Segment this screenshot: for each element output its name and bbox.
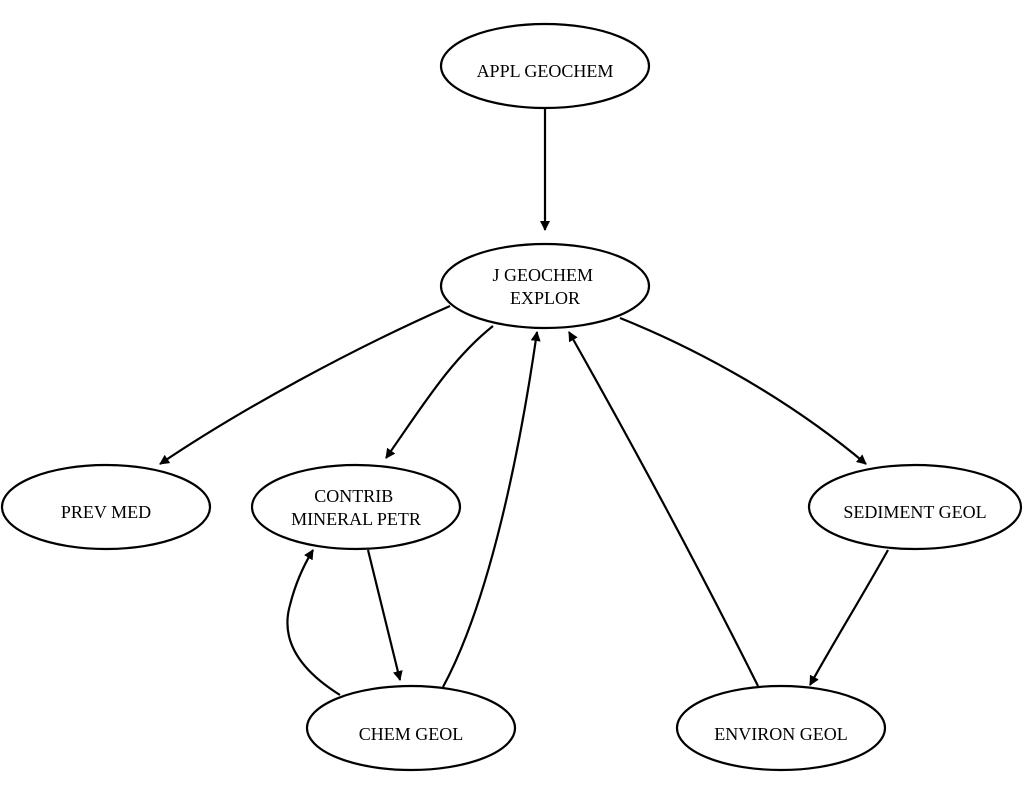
edge-contrib-mineral-petr-to-chem-geol <box>366 549 403 681</box>
svg-text:APPL GEOCHEM: APPL GEOCHEM <box>477 61 614 81</box>
node-j-geochem-explor-label-2: EXPLOR <box>510 288 580 308</box>
node-appl-geochem: APPL GEOCHEM <box>439 22 651 110</box>
svg-text:SEDIMENT GEOL: SEDIMENT GEOL <box>843 502 986 522</box>
edge-environ-geol-to-j-geochem-explor <box>568 331 759 687</box>
node-sediment-geol-label-1: SEDIMENT GEOL <box>843 502 986 522</box>
svg-text:CHEM GEOL: CHEM GEOL <box>359 724 464 744</box>
edge-chem-geol-to-j-geochem-explor <box>442 331 541 688</box>
nodes-layer: APPL GEOCHEM J GEOCHEM EXPLOR PREV MED C… <box>0 22 1023 772</box>
node-environ-geol-ellipse <box>675 684 887 772</box>
node-appl-geochem-ellipse <box>439 22 651 110</box>
node-sediment-geol: SEDIMENT GEOL <box>807 463 1023 551</box>
node-j-geochem-explor-label-1: J GEOCHEM <box>492 265 593 285</box>
node-j-geochem-explor: J GEOCHEM EXPLOR <box>439 242 651 330</box>
node-appl-geochem-label-1: APPL GEOCHEM <box>477 61 614 81</box>
svg-text:PREV MED: PREV MED <box>61 502 151 522</box>
edges-layer <box>159 108 889 696</box>
node-prev-med: PREV MED <box>0 463 212 551</box>
node-contrib-mineral-petr-label-1: CONTRIB <box>314 486 393 506</box>
svg-text:J GEOCHEM EXPLOR: J GEOCHEM EXPLOR <box>492 265 597 308</box>
edge-sediment-geol-to-environ-geol <box>809 549 889 686</box>
node-prev-med-label-1: PREV MED <box>61 502 151 522</box>
node-contrib-mineral-petr: CONTRIB MINERAL PETR <box>250 463 462 551</box>
node-chem-geol-ellipse <box>305 684 517 772</box>
node-prev-med-ellipse <box>0 463 212 551</box>
node-sediment-geol-ellipse <box>807 463 1023 551</box>
edge-j-geochem-explor-to-contrib-mineral-petr <box>385 325 494 459</box>
edge-j-geochem-explor-to-sediment-geol <box>619 316 867 465</box>
node-contrib-mineral-petr-label-2: MINERAL PETR <box>291 509 421 529</box>
node-environ-geol: ENVIRON GEOL <box>675 684 887 772</box>
node-chem-geol: CHEM GEOL <box>305 684 517 772</box>
edge-chem-geol-to-contrib-mineral-petr <box>286 549 341 696</box>
svg-text:CONTRIB MINERAL PETR: CONTRIB MINERAL PETR <box>291 486 421 529</box>
node-contrib-mineral-petr-ellipse <box>250 463 462 551</box>
svg-text:ENVIRON GEOL: ENVIRON GEOL <box>714 724 847 744</box>
node-j-geochem-explor-ellipse <box>439 242 651 330</box>
edge-j-geochem-explor-to-prev-med <box>159 304 451 465</box>
node-environ-geol-label-1: ENVIRON GEOL <box>714 724 847 744</box>
node-chem-geol-label-1: CHEM GEOL <box>359 724 464 744</box>
